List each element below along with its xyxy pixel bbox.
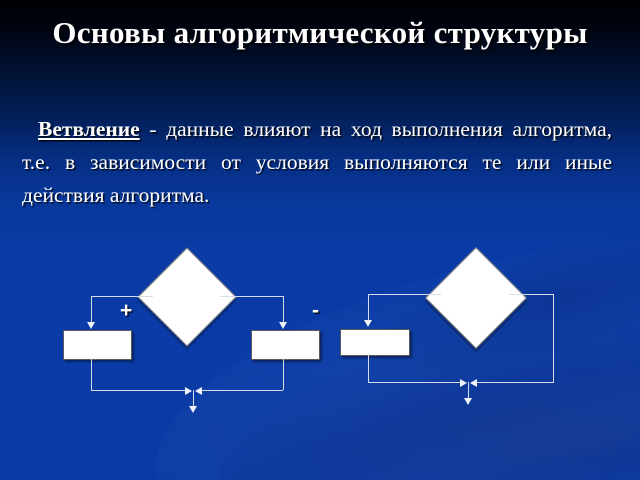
merge-arrowhead-left <box>185 387 192 395</box>
decision-diamond-right <box>425 247 527 349</box>
arrowhead-left-branch <box>87 322 95 329</box>
merge-right-horizontal <box>198 390 283 391</box>
merge-right-diag-left-vertical <box>368 354 369 382</box>
arrowhead-right-branch <box>279 322 287 329</box>
action-box-true-right <box>340 329 410 356</box>
merge-arrowhead-right-diag-right <box>470 379 477 387</box>
branch-label-true-left: + <box>120 299 133 322</box>
connector-right-vertical <box>283 296 284 324</box>
connector-right-diag-left-vertical <box>368 294 369 322</box>
exit-arrowhead-left <box>189 406 197 413</box>
merge-left-horizontal <box>91 390 189 391</box>
body-rest: - данные влияют на ход выполнения алгори… <box>22 117 612 207</box>
connector-left-vertical <box>91 296 92 324</box>
merge-arrowhead-right <box>195 387 202 395</box>
action-box-true-left <box>63 330 132 360</box>
connector-right-diag-right-horizontal <box>509 294 554 295</box>
exit-connector-left <box>193 390 194 408</box>
branch-label-false-left: - <box>312 299 319 322</box>
connector-right-horizontal <box>220 296 283 297</box>
decision-diamond-left <box>137 247 237 347</box>
merge-right-vertical <box>283 358 284 390</box>
body-keyword: Ветвление <box>38 117 140 141</box>
merge-right-diag-horizontal-right <box>473 382 554 383</box>
merge-left-vertical <box>91 358 92 390</box>
slide-body-text: Ветвление - данные влияют на ход выполне… <box>22 113 612 212</box>
exit-connector-right <box>468 382 469 400</box>
slide-title: Основы алгоритмической структуры <box>52 15 588 50</box>
connector-right-diag-left-horizontal <box>368 294 441 295</box>
exit-arrowhead-right <box>464 398 472 405</box>
action-box-false-left <box>251 330 320 360</box>
merge-right-diag-horizontal-left <box>368 382 464 383</box>
connector-left-horizontal <box>91 296 153 297</box>
merge-arrowhead-right-diag-left <box>460 379 467 387</box>
arrowhead-right-diag-left <box>364 320 372 327</box>
bypass-connector-right <box>553 294 554 382</box>
